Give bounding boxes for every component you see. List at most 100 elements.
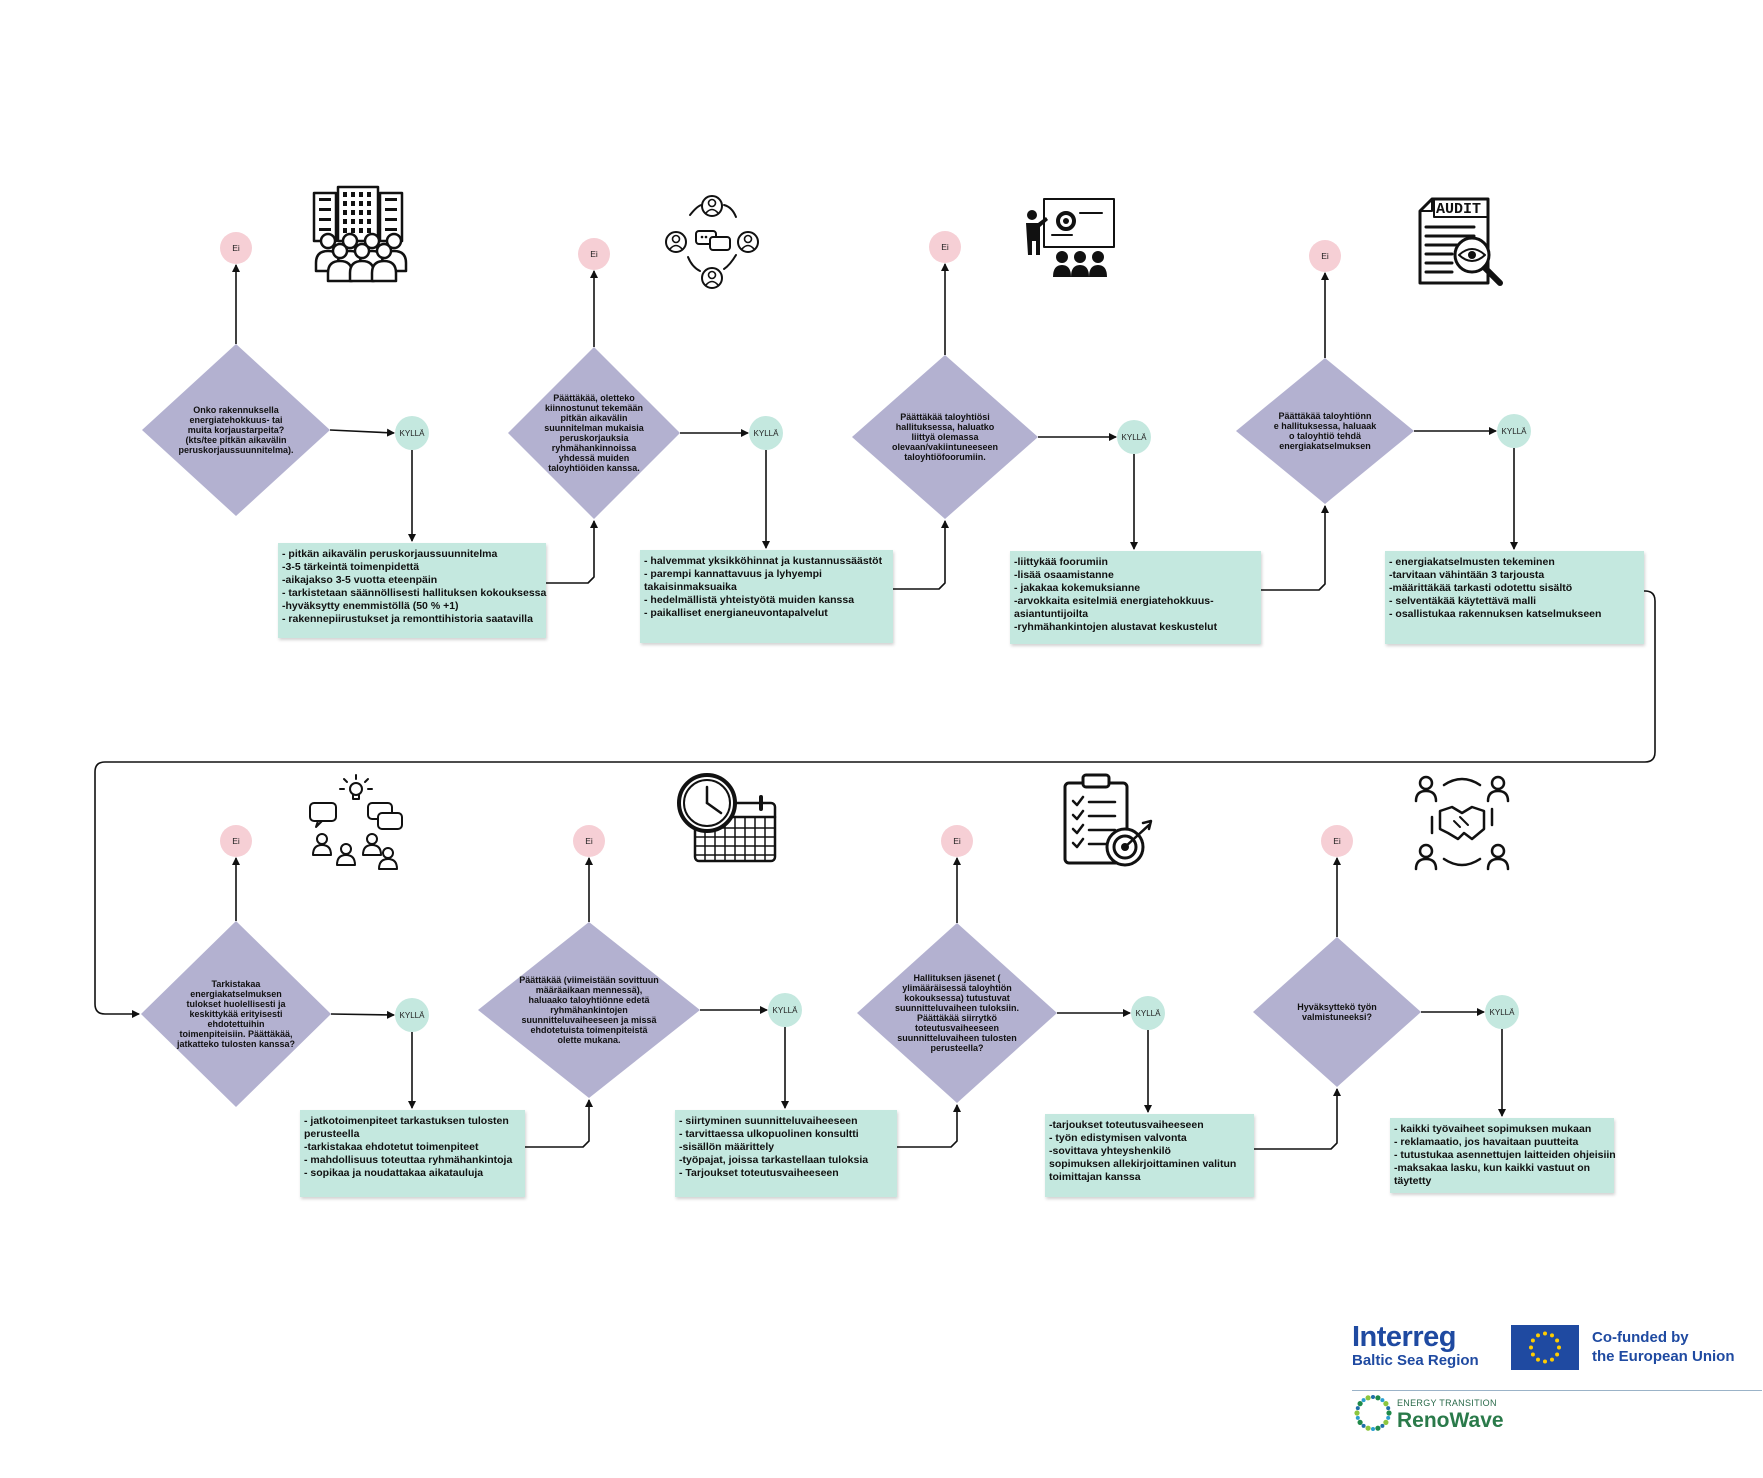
no-label-3: Ei [941, 242, 949, 252]
decision-diamond-5 [141, 921, 331, 1107]
note-line: -sovittava yhteyshenkilö [1049, 1145, 1171, 1157]
eu-cofunded-text: Co-funded by the European Union [1592, 1328, 1762, 1366]
note-line: - Tarjoukset toteutusvaiheeseen [679, 1167, 839, 1179]
note-box-8: - kaikki työvaiheet sopimuksen mukaan- r… [1390, 1118, 1616, 1193]
renowave-dot [1380, 1423, 1385, 1428]
eu-star [1536, 1333, 1540, 1338]
decision-diamond-7 [857, 923, 1057, 1103]
idea-discussion-icon [309, 774, 403, 870]
link-2-to-3 [893, 520, 949, 590]
eu-star [1543, 1359, 1547, 1364]
yes-label-2: KYLLÄ [753, 428, 779, 438]
note-line: - työn edistymisen valvonta [1049, 1132, 1187, 1144]
cofunded-line-1: Co-funded by [1592, 1329, 1689, 1346]
decision-question-6: Päättäkää (viimeistään sovittuun määräai… [519, 975, 659, 1045]
yes-circle-1 [395, 416, 429, 450]
note-line: -maksakaa lasku, kun kaikki vastuut on [1394, 1162, 1591, 1174]
decision-question-4: Päättäkää taloyhtiönn e hallituksessa, h… [1273, 411, 1377, 451]
renowave-dot [1361, 1423, 1366, 1428]
note-line: - hedelmällistä yhteistyötä muiden kanss… [644, 594, 855, 606]
note-line: - siirtyminen suunnitteluvaiheeseen [679, 1115, 858, 1127]
renowave-dot [1355, 1406, 1360, 1411]
note-line: -työpajat, joissa tarkastellaan tuloksia [679, 1154, 869, 1166]
note-box-7: -tarjoukset toteutusvaiheeseen- työn edi… [1045, 1114, 1254, 1197]
decision-diamond-3 [852, 355, 1038, 519]
yes-circle-6 [768, 993, 802, 1027]
no-label-4: Ei [1321, 251, 1329, 261]
note-line: täytetty [1394, 1175, 1432, 1187]
yes-circle-8 [1485, 995, 1519, 1029]
yes-label-5: KYLLÄ [399, 1010, 425, 1020]
eu-star [1557, 1345, 1561, 1350]
yes-arrow-1 [329, 428, 395, 437]
note-line: - mahdollisuus toteuttaa ryhmähankintoja [304, 1154, 513, 1166]
no-circle-5 [220, 825, 252, 857]
renowave-wordmark: RenoWave [1397, 1409, 1504, 1432]
people-cycle-chat-icon [665, 195, 759, 289]
handshake-cycle-icon [1414, 775, 1510, 871]
yes-circle-2 [749, 416, 783, 450]
decision-diamond-1 [142, 344, 330, 516]
note-line: - tarvittaessa ulkopuolinen konsultti [679, 1128, 859, 1140]
note-box-3: -liittykää foorumiin-lisää osaamistanne-… [1010, 551, 1261, 644]
buildings-people-icon [312, 185, 408, 283]
icons: AUDIT [309, 185, 1510, 871]
note-line: - jakakaa kokemuksianne [1014, 582, 1141, 594]
note-line: - sopikaa ja noudattakaa aikatauluja [304, 1167, 484, 1179]
cofunded-line-2: the European Union [1592, 1348, 1735, 1365]
no-circle-1 [220, 232, 252, 264]
decision-question-1: Onko rakennuksella energiatehokkuus- tai… [178, 405, 294, 455]
link-1-to-2 [546, 520, 598, 584]
note-box-2: - halvemmat yksikköhinnat ja kustannussä… [640, 550, 893, 643]
decision-question-8: Hyväksyttekö työn valmistuneeksi? [1297, 1002, 1377, 1022]
renowave-dot [1365, 1425, 1371, 1431]
note-line: asiantuntijoilta [1014, 608, 1089, 620]
no-circle-8 [1321, 825, 1353, 857]
eu-star [1543, 1331, 1547, 1336]
note-line: sopimuksen allekirjoittaminen valitun [1049, 1158, 1237, 1170]
renowave-logo: ENERGY TRANSITION RenoWave [1397, 1398, 1597, 1433]
note-line: - halvemmat yksikköhinnat ja kustannussä… [644, 555, 883, 567]
note-line: takaisinmaksuaika [644, 581, 737, 593]
note-line: -lisää osaamistanne [1014, 569, 1114, 581]
renowave-dot [1375, 1395, 1381, 1401]
audit-document-icon: AUDIT [1418, 197, 1503, 286]
decision-diamond-8 [1253, 937, 1421, 1087]
no-label-5: Ei [232, 836, 240, 846]
renowave-dot [1383, 1419, 1389, 1425]
note-line: - osallistukaa rakennuksen katselmukseen [1389, 608, 1602, 620]
note-line: -tarvitaan vähintään 3 tarjousta [1389, 569, 1545, 581]
eu-star [1550, 1357, 1554, 1362]
renowave-dot [1365, 1395, 1371, 1401]
decision-diamond-4 [1236, 358, 1414, 504]
no-label-7: Ei [953, 836, 961, 846]
note-line: - tutustukaa asennettujen laitteiden ohj… [1394, 1149, 1616, 1161]
note-box-6: - siirtyminen suunnitteluvaiheeseen- tar… [675, 1110, 897, 1197]
note-line: - tarkistetaan säännöllisesti hallitukse… [282, 587, 547, 599]
link-5-to-6 [525, 1099, 593, 1148]
renowave-dot [1355, 1415, 1360, 1420]
yes-circle-7 [1131, 996, 1165, 1030]
yes-circle-4 [1497, 414, 1531, 448]
energy-transition-text: ENERGY TRANSITION [1397, 1398, 1497, 1408]
eu-star [1555, 1338, 1560, 1343]
note-line: - selventäkää käytettävä malli [1389, 595, 1537, 607]
return-link-4-to-5 [94, 590, 1656, 1018]
note-line: - jatkotoimenpiteet tarkastuksen tuloste… [304, 1115, 509, 1127]
note-line: - rakennepiirustukset ja remonttihistori… [282, 613, 533, 625]
checklist-target-icon [1063, 773, 1153, 867]
note-line: -3-5 tärkeintä toimenpidettä [282, 561, 420, 573]
yes-arrow-5 [330, 1010, 395, 1019]
renowave-dot [1357, 1401, 1363, 1407]
decision-question-5: Tarkistakaa energiakatselmuksen tulokset… [176, 979, 296, 1049]
renowave-dot [1361, 1398, 1366, 1403]
no-circle-7 [941, 825, 973, 857]
note-box-5: - jatkotoimenpiteet tarkastuksen tuloste… [300, 1110, 525, 1197]
note-line: - kaikki työvaiheet sopimuksen mukaan [1394, 1123, 1592, 1135]
baltic-sea-region-text: Baltic Sea Region [1352, 1352, 1479, 1369]
renowave-dot [1386, 1415, 1391, 1420]
renowave-dot [1386, 1406, 1391, 1411]
note-line: -tarjoukset toteutusvaiheeseen [1049, 1119, 1204, 1131]
note-line: - pitkän aikavälin peruskorjaussuunnitel… [282, 548, 498, 560]
